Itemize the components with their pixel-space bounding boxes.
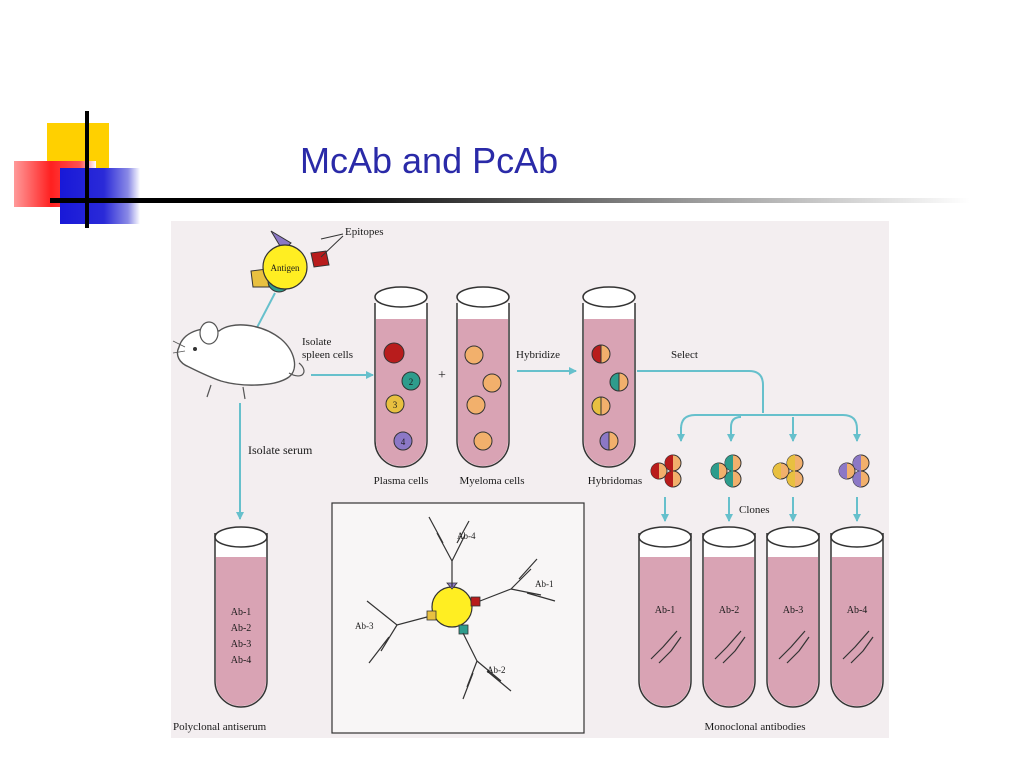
monoclonal-tube-3: Ab-3 xyxy=(766,526,820,708)
inset-ab-label: Ab-2 xyxy=(487,665,506,675)
inset-ab-label: Ab-3 xyxy=(355,621,374,631)
plasma-cells-tube: 2 3 4 xyxy=(374,286,428,468)
isolate-spleen-label-line2: spleen cells xyxy=(302,349,353,361)
clone-cluster-1 xyxy=(650,454,682,488)
polyclonal-ab-label: Ab-1 xyxy=(231,607,252,618)
inset-ab-label: Ab-4 xyxy=(457,531,476,541)
inset-antibody-icon xyxy=(479,558,556,602)
title-deco-blue-square xyxy=(60,168,140,224)
inset-antibody-icon xyxy=(462,632,512,700)
polyclonal-ab-label: Ab-2 xyxy=(231,623,252,634)
hybridoma-cell-icon xyxy=(599,431,610,451)
epitope-red-icon xyxy=(310,250,330,268)
inset-antibody-icon xyxy=(428,516,470,587)
plus-sign: + xyxy=(438,368,446,383)
myeloma-cell-icon xyxy=(473,431,493,451)
polyclonal-ab-label: Ab-4 xyxy=(231,655,252,666)
monoclonal-tube-label: Ab-1 xyxy=(655,605,676,616)
isolate-serum-label: Isolate serum xyxy=(248,443,313,457)
monoclonal-tube-label: Ab-4 xyxy=(847,605,868,616)
clone-cluster-3 xyxy=(772,454,804,488)
hybridize-label: Hybridize xyxy=(516,349,560,361)
select-label: Select xyxy=(671,349,698,361)
antigen-group: Antigen Epitopes xyxy=(250,226,384,293)
monoclonal-tube-4: Ab-4 xyxy=(830,526,884,708)
hybridomas-tube xyxy=(582,286,636,468)
antibody-icon xyxy=(778,630,810,664)
inset-box: Ab-4 Ab-1 Ab-3 Ab-2 xyxy=(331,502,585,734)
monoclonal-antibodies-label: Monoclonal antibodies xyxy=(704,721,805,733)
inset-epitope-yellow-icon xyxy=(426,610,437,621)
svg-text:4: 4 xyxy=(401,437,406,447)
inset-antibody-icon xyxy=(366,600,428,664)
slide-title: McAb and PcAb xyxy=(300,140,559,181)
hybridoma-cell-icon xyxy=(591,344,602,364)
myeloma-cells-label: Myeloma cells xyxy=(459,475,524,487)
mouse-icon xyxy=(172,321,305,400)
plasma-cell-red-icon xyxy=(383,342,405,364)
title-deco-vertical-line xyxy=(85,111,89,228)
myeloma-cell-icon xyxy=(464,345,484,365)
antigen-label: Antigen xyxy=(271,263,300,273)
hybridomas-label: Hybridomas xyxy=(588,475,642,487)
polyclonal-antiserum-label: Polyclonal antiserum xyxy=(173,721,267,733)
inset-antigen-icon xyxy=(431,586,473,628)
select-branch-line xyxy=(680,414,858,439)
inset-epitope-teal-icon xyxy=(458,624,469,635)
clone-cluster-2 xyxy=(710,454,742,488)
polyclonal-tube: Ab-1 Ab-2 Ab-3 Ab-4 xyxy=(214,526,268,708)
hybridoma-cell-icon xyxy=(609,372,620,392)
inset-ab-label: Ab-1 xyxy=(535,579,554,589)
monoclonal-tube-label: Ab-2 xyxy=(719,605,740,616)
monoclonal-tube-label: Ab-3 xyxy=(783,605,804,616)
svg-text:3: 3 xyxy=(393,400,398,410)
antibody-production-figure: Antigen Epitopes Isolate spleen cells Is… xyxy=(171,221,889,738)
antibody-icon xyxy=(842,630,874,664)
plasma-cells-label: Plasma cells xyxy=(374,475,429,487)
antibody-icon xyxy=(714,630,746,664)
isolate-spleen-label-line1: Isolate xyxy=(302,336,331,348)
title-underline-rule xyxy=(50,198,970,203)
antibody-icon xyxy=(650,630,682,664)
epitopes-label: Epitopes xyxy=(345,226,384,238)
inset-epitope-red-icon xyxy=(470,596,481,607)
plasma-cell-yellow-icon xyxy=(385,394,405,414)
arrow-select xyxy=(637,370,764,413)
plasma-cell-purple-icon xyxy=(393,431,413,451)
clone-cluster-4 xyxy=(838,454,870,488)
antigen-icon xyxy=(262,244,308,290)
hybridoma-cell-icon xyxy=(591,396,602,416)
svg-text:2: 2 xyxy=(409,377,414,387)
myeloma-cell-icon xyxy=(466,395,486,415)
clones-label: Clones xyxy=(739,504,770,516)
monoclonal-tube-2: Ab-2 xyxy=(702,526,756,708)
monoclonal-tube-1: Ab-1 xyxy=(638,526,692,708)
myeloma-cells-tube xyxy=(456,286,510,468)
polyclonal-ab-label: Ab-3 xyxy=(231,639,252,650)
myeloma-cell-icon xyxy=(482,373,502,393)
figure-canvas: Antigen Epitopes Isolate spleen cells Is… xyxy=(172,226,884,734)
plasma-cell-teal-icon xyxy=(401,371,421,391)
